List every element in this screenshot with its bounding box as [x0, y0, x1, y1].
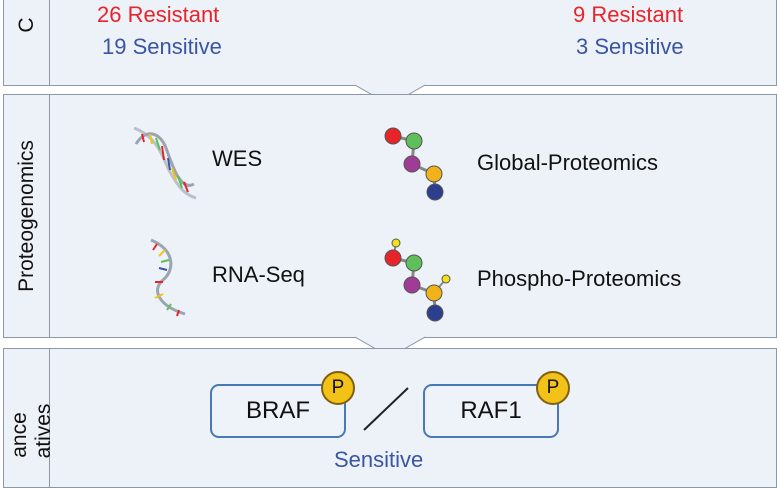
right-sensitive-count: 3 Sensitive — [576, 34, 684, 59]
global-proteomics-label: Global-Proteomics — [477, 150, 658, 175]
wes-label: WES — [212, 146, 263, 171]
sensitive-caption: Sensitive — [334, 447, 424, 472]
slash-divider — [363, 387, 409, 431]
cohort-side-label-text: C — [14, 17, 38, 33]
raf1-phospho-badge: P — [536, 371, 570, 405]
cohort-side-label: C — [4, 0, 50, 85]
dna-double-helix-icon — [133, 126, 197, 200]
rna-strand-icon — [150, 238, 186, 317]
phospho-proteomics-label: Phospho-Proteomics — [477, 266, 682, 291]
left-sensitive-count: 19 Sensitive — [102, 34, 222, 59]
right-resistant-count: 9 Resistant — [573, 2, 684, 27]
raf1-phospho-badge-text: P — [546, 377, 560, 398]
resistance-side-label: ance atives — [4, 349, 55, 487]
protein-chain-icon — [384, 127, 444, 201]
braf-label: BRAF — [245, 397, 310, 424]
cohort-panel: C — [3, 0, 777, 86]
resistance-side-label-line2: atives — [32, 403, 55, 459]
raf1-label: RAF1 — [460, 397, 522, 424]
proteogenomics-side-label: Proteogenomics — [4, 95, 50, 337]
rna-seq-label: RNA-Seq — [212, 262, 305, 287]
resistance-side-label-line1: ance — [8, 412, 31, 458]
proteogenomics-side-label-text: Proteogenomics — [14, 140, 38, 292]
braf-phospho-badge-text: P — [331, 377, 345, 398]
left-resistant-count: 26 Resistant — [97, 2, 220, 27]
braf-phospho-badge: P — [321, 371, 355, 405]
phospho-protein-chain-icon — [384, 238, 451, 322]
